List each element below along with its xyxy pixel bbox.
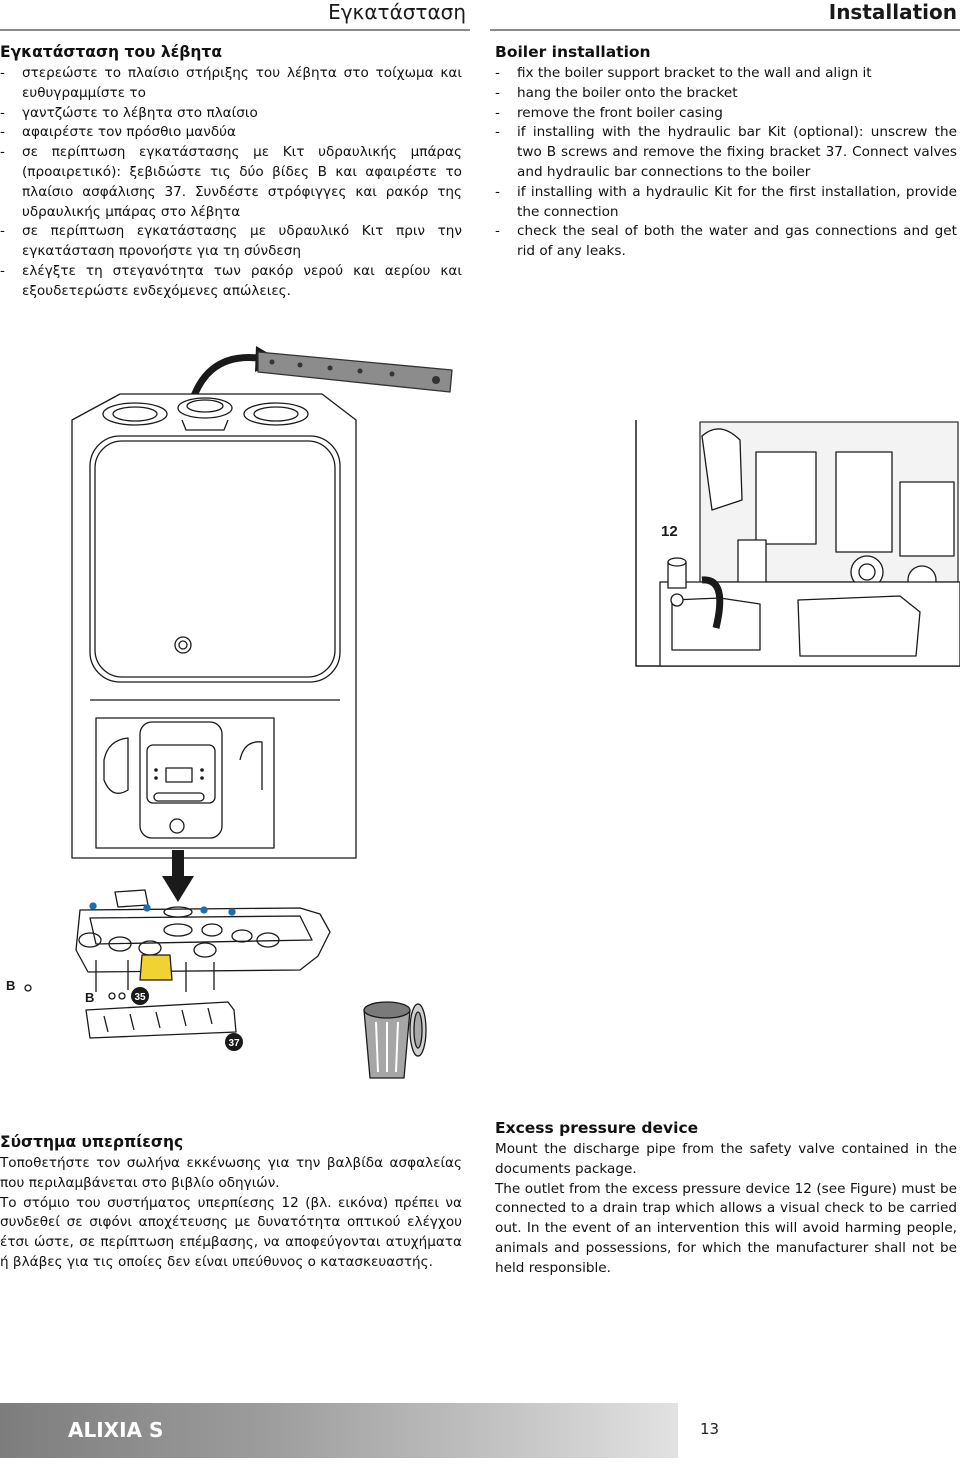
english-pressure-section: Excess pressure device Mount the dischar… <box>495 1118 957 1279</box>
footer-brand: ALIXIA S <box>68 1418 164 1442</box>
list-item: fix the boiler support bracket to the wa… <box>495 64 957 84</box>
list-item: σε περίπτωση εγκατάστασης με Κιτ υδραυλι… <box>0 143 462 222</box>
label-37: 37 <box>228 1038 240 1049</box>
english-install-list: fix the boiler support bracket to the wa… <box>495 64 957 262</box>
english-install-section: Boiler installation fix the boiler suppo… <box>495 42 957 262</box>
greek-install-title: Εγκατάσταση του λέβητα <box>0 43 222 61</box>
greek-pressure-section: Σύστημα υπερπίεσης Τοποθετήστε τον σωλήν… <box>0 1132 462 1273</box>
greek-pressure-title: Σύστημα υπερπίεσης <box>0 1133 184 1151</box>
list-item: αφαιρέστε τον πρόσθιο μανδύα <box>0 123 462 143</box>
label-12: 12 <box>661 523 678 540</box>
list-item: check the seal of both the water and gas… <box>495 222 957 262</box>
header-right-title: Installation <box>828 0 957 24</box>
boiler-body <box>71 393 357 859</box>
label-35: 35 <box>134 992 146 1003</box>
english-pressure-title: Excess pressure device <box>495 1119 699 1137</box>
down-arrow-icon <box>162 850 194 902</box>
list-item: ελέγξτε τη στεγανότητα των ρακόρ νερού κ… <box>0 262 462 302</box>
callout-37: 37 <box>225 1033 243 1051</box>
paragraph: Το στόμιο του συστήματος υπερπίεσης 12 (… <box>0 1194 462 1270</box>
header-rule-left <box>0 29 470 31</box>
list-item: hang the boiler onto the bracket <box>495 84 957 104</box>
wall-bracket <box>257 351 453 393</box>
inset-detail <box>635 420 960 667</box>
header-rule-right <box>490 29 960 31</box>
callout-35: 35 <box>131 987 149 1005</box>
label-b-center: B <box>85 990 94 1005</box>
page-number: 13 <box>700 1420 720 1438</box>
paragraph: Τοποθετήστε τον σωλήνα εκκένωσης για την… <box>0 1155 462 1191</box>
fixing-bracket-37 <box>85 1001 237 1039</box>
hydraulic-bar-kit <box>24 889 331 1000</box>
list-item: remove the front boiler casing <box>495 104 957 124</box>
english-install-title: Boiler installation <box>495 43 651 61</box>
label-b-left: B <box>6 978 15 993</box>
list-item: if installing with the hydraulic bar Kit… <box>495 123 957 182</box>
list-item: γαντζώστε το λέβητα στο πλαίσιο <box>0 104 462 124</box>
list-item: στερεώστε το πλαίσιο στήριξης του λέβητα… <box>0 64 462 104</box>
paragraph: The outlet from the excess pressure devi… <box>495 1180 957 1276</box>
paragraph: Mount the discharge pipe from the safety… <box>495 1141 957 1177</box>
greek-install-list: στερεώστε το πλαίσιο στήριξης του λέβητα… <box>0 64 462 302</box>
greek-install-section: Εγκατάσταση του λέβητα στερεώστε το πλαί… <box>0 42 462 302</box>
installation-figure: 12 B B 35 37 <box>6 346 960 1079</box>
list-item: if installing with a hydraulic Kit for t… <box>495 183 957 223</box>
footer-bar <box>0 1403 678 1458</box>
list-item: σε περίπτωση εγκατάστασης με υδραυλικό Κ… <box>0 222 462 262</box>
header-left-title: Εγκατάσταση <box>328 0 466 24</box>
waste-bin-icon <box>363 1001 427 1079</box>
